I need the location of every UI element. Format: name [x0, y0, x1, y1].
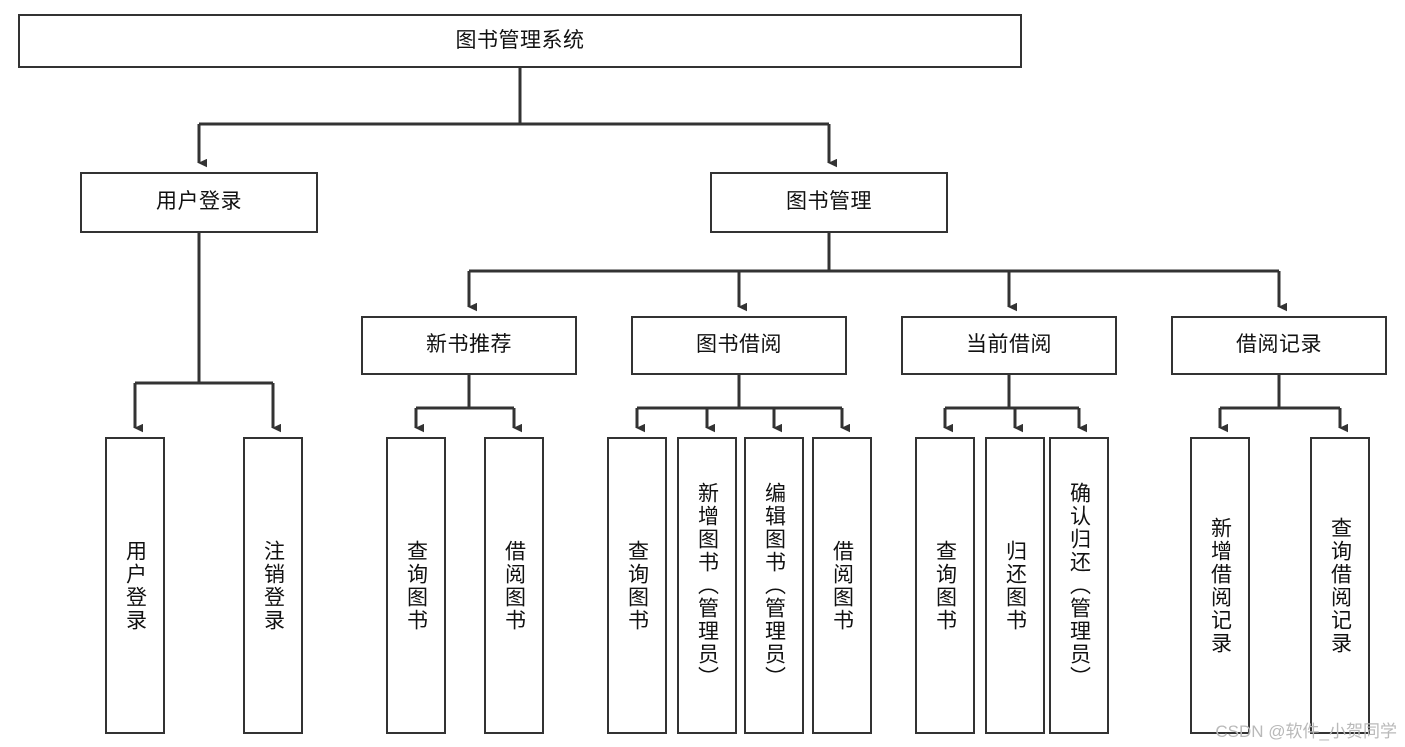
node-leaf-rec-borrow-label: 借阅图书 [502, 539, 526, 632]
node-leaf-borrow-query[interactable]: 查询图书 [607, 437, 667, 734]
node-leaf-confirm-return-label: 确认归还（管理员） [1067, 482, 1091, 689]
node-book-manage[interactable]: 图书管理 [710, 172, 948, 233]
node-user-login[interactable]: 用户登录 [80, 172, 318, 233]
node-borrow-record[interactable]: 借阅记录 [1171, 316, 1387, 375]
node-borrow-record-label: 借阅记录 [1236, 333, 1322, 357]
node-leaf-book-edit[interactable]: 编辑图书（管理员） [744, 437, 804, 734]
node-leaf-cur-query-label: 查询图书 [933, 539, 957, 632]
node-leaf-record-query[interactable]: 查询借阅记录 [1310, 437, 1370, 734]
node-leaf-record-query-label: 查询借阅记录 [1328, 516, 1352, 655]
node-leaf-user-login-label: 用户登录 [123, 539, 147, 632]
node-root-label: 图书管理系统 [455, 28, 585, 52]
node-leaf-borrow-query-label: 查询图书 [625, 539, 649, 632]
node-leaf-record-add[interactable]: 新增借阅记录 [1190, 437, 1250, 734]
node-root[interactable]: 图书管理系统 [18, 14, 1022, 68]
node-leaf-book-borrow[interactable]: 借阅图书 [812, 437, 872, 734]
csdn-watermark: CSDN @软件_小贺同学 [1215, 722, 1397, 741]
node-current-borrow-label: 当前借阅 [966, 333, 1052, 357]
node-leaf-record-add-label: 新增借阅记录 [1208, 516, 1232, 655]
node-leaf-logout-label: 注销登录 [261, 539, 285, 632]
node-leaf-user-login[interactable]: 用户登录 [105, 437, 165, 734]
node-leaf-cur-query[interactable]: 查询图书 [915, 437, 975, 734]
node-book-borrow[interactable]: 图书借阅 [631, 316, 847, 375]
node-leaf-return-label: 归还图书 [1003, 539, 1027, 632]
node-leaf-book-edit-label: 编辑图书（管理员） [762, 482, 786, 689]
node-leaf-return[interactable]: 归还图书 [985, 437, 1045, 734]
node-leaf-book-add-label: 新增图书（管理员） [695, 482, 719, 689]
node-book-manage-label: 图书管理 [786, 190, 872, 214]
node-leaf-logout[interactable]: 注销登录 [243, 437, 303, 734]
node-current-borrow[interactable]: 当前借阅 [901, 316, 1117, 375]
node-leaf-book-add[interactable]: 新增图书（管理员） [677, 437, 737, 734]
node-new-book-rec[interactable]: 新书推荐 [361, 316, 577, 375]
node-leaf-rec-query[interactable]: 查询图书 [386, 437, 446, 734]
node-leaf-confirm-return[interactable]: 确认归还（管理员） [1049, 437, 1109, 734]
node-leaf-rec-query-label: 查询图书 [404, 539, 428, 632]
node-leaf-book-borrow-label: 借阅图书 [830, 539, 854, 632]
node-user-login-label: 用户登录 [156, 190, 242, 214]
node-new-book-rec-label: 新书推荐 [426, 333, 512, 357]
node-book-borrow-label: 图书借阅 [696, 333, 782, 357]
node-leaf-rec-borrow[interactable]: 借阅图书 [484, 437, 544, 734]
